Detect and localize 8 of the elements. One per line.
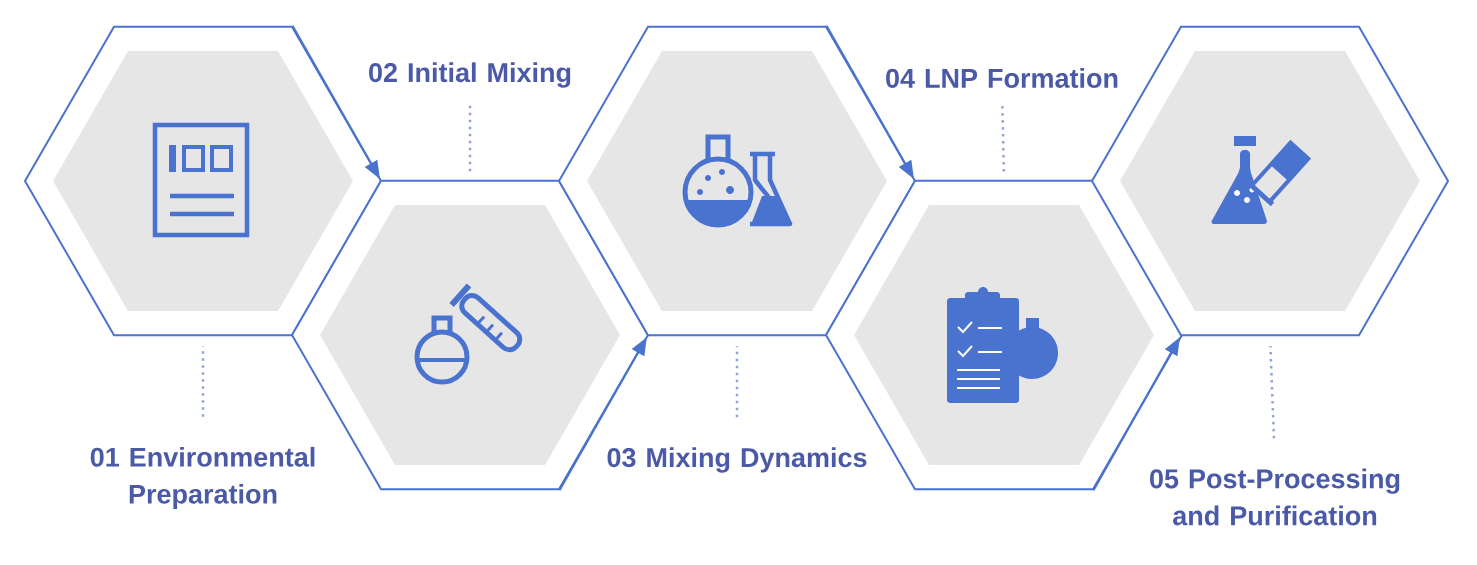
step-label: 02 Initial Mixing <box>369 62 571 88</box>
step-label: 05 Post-Processing and Purification <box>1150 468 1400 526</box>
leader-line <box>201 346 205 417</box>
leader-line <box>735 346 739 418</box>
step-label: 01 Environmental Preparation <box>90 446 315 510</box>
step-label: 04 LNP Formation <box>886 68 1118 88</box>
step-label: 03 Mixing Dynamics <box>607 447 867 473</box>
leader-line <box>1269 346 1276 439</box>
